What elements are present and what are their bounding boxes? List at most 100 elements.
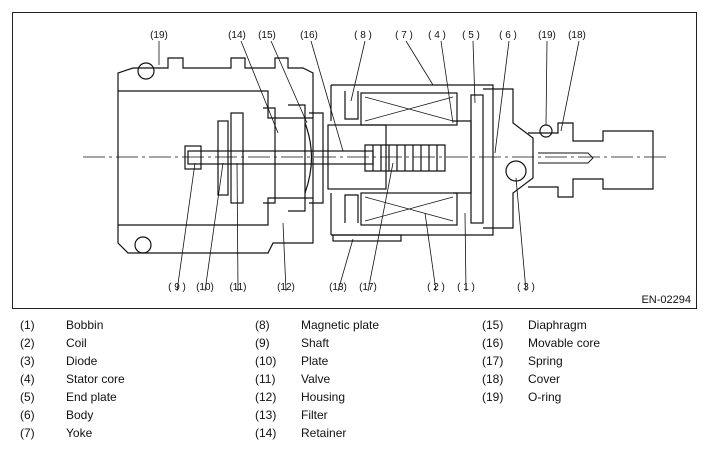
legend-item: (19) O-ring <box>482 388 600 406</box>
coil-lower <box>360 192 458 226</box>
callout-label: ( 1 ) <box>457 282 475 293</box>
end-plate <box>470 94 484 224</box>
legend-number: (3) <box>20 354 35 368</box>
callout-label: (10) <box>196 282 214 293</box>
callout-label: (12) <box>277 282 295 293</box>
callout-label: (13) <box>329 282 347 293</box>
magnetic-plate <box>344 91 359 223</box>
legend-part-name: O-ring <box>528 390 562 404</box>
legend-part-name: Shaft <box>301 336 330 350</box>
body <box>483 88 534 229</box>
legend-part-name: Valve <box>301 372 331 386</box>
callout-label: (16) <box>300 30 318 41</box>
plate <box>217 120 229 196</box>
legend-part-name: Coil <box>66 336 87 350</box>
shaft-tip <box>184 145 202 170</box>
legend-part-name: Spring <box>528 354 563 368</box>
legend-item: (18) Cover <box>482 370 600 388</box>
legend-number: (12) <box>255 390 277 404</box>
legend-number: (14) <box>255 426 277 440</box>
o-ring-bottom <box>134 236 152 254</box>
housing-bore <box>118 90 313 226</box>
legend-number: (5) <box>20 390 35 404</box>
parts-legend: (1) Bobbin (2) Coil (3) Diode (4) Stator core (5… <box>0 316 709 450</box>
legend-part-name: Plate <box>301 354 329 368</box>
legend-item: (10) Plate <box>255 352 379 370</box>
legend-part-name: Diaphragm <box>528 318 587 332</box>
diaphragm <box>304 112 324 204</box>
legend-number: (19) <box>482 390 504 404</box>
legend-column-1: (1) Bobbin (2) Coil (3) Diode (4) Stator core (5… <box>20 316 125 442</box>
cross-section-diagram: (19) (14) (15) (16) ( 8 ) ( 7 ) ( 4 ) ( 5 ) ( 6 … <box>83 30 691 306</box>
legend-part-name: Cover <box>528 372 561 386</box>
legend-part-name: Housing <box>301 390 346 404</box>
legend-part-name: Retainer <box>301 426 347 440</box>
legend-item: (8)Magnetic plate <box>255 316 379 334</box>
legend-item: (1) Bobbin <box>20 316 125 334</box>
legend-number: (18) <box>482 372 504 386</box>
legend-item: (7)Yoke <box>20 424 125 442</box>
legend-item: (11) Valve <box>255 370 379 388</box>
legend-item: (15) Diaphragm <box>482 316 600 334</box>
coil-upper-x <box>364 96 454 122</box>
callout-label: (15) <box>258 30 276 41</box>
coil-lower-x <box>364 196 454 222</box>
callout-label: ( 6 ) <box>499 30 517 41</box>
legend-item: (16) Movable core <box>482 334 600 352</box>
legend-number: (16) <box>482 336 504 350</box>
leader-lines <box>158 40 580 292</box>
legend-item: (3) Diode <box>20 352 125 370</box>
callout-label: ( 5 ) <box>462 30 480 41</box>
callout-label: ( 9 ) <box>168 282 186 293</box>
retainer <box>263 104 306 212</box>
callout-label: (11) <box>229 282 246 293</box>
movable-core <box>327 124 387 190</box>
legend-part-name: Body <box>66 408 94 422</box>
o-ring-right <box>539 124 553 138</box>
legend-number: (11) <box>255 372 276 386</box>
callout-label: ( 4 ) <box>428 30 446 41</box>
legend-item: (12) Housing <box>255 388 379 406</box>
legend-item: (4) Stator core <box>20 370 125 388</box>
legend-item: (5) End plate <box>20 388 125 406</box>
legend-part-name: Stator core <box>66 372 125 386</box>
legend-number: (2) <box>20 336 35 350</box>
legend-number: (15) <box>482 318 504 332</box>
callout-label: (17) <box>359 282 377 293</box>
legend-item: (13) Filter <box>255 406 379 424</box>
callout-labels: (19) (14) (15) (16) ( 8 ) ( 7 ) ( 4 ) ( 5 ) ( 6 … <box>150 30 586 293</box>
legend-number: (7) <box>20 426 35 440</box>
o-ring-top <box>137 62 155 80</box>
legend-part-name: Magnetic plate <box>301 318 380 332</box>
legend-item: (6) Body <box>20 406 125 424</box>
legend-part-name: Diode <box>66 354 98 368</box>
legend-part-name: Filter <box>301 408 328 422</box>
filter <box>332 234 402 242</box>
callout-label: (18) <box>568 30 586 41</box>
legend-number: (6) <box>20 408 35 422</box>
callout-label: (14) <box>228 30 246 41</box>
legend-item: (17)Spring <box>482 352 600 370</box>
legend-number: (9) <box>255 336 270 350</box>
cross-section-figure: (19) (14) (15) (16) ( 8 ) ( 7 ) ( 4 ) ( 5 ) ( 6 … <box>12 12 697 309</box>
legend-part-name: Bobbin <box>66 318 104 332</box>
legend-number: (4) <box>20 372 35 386</box>
legend-item: (14) Retainer <box>255 424 379 442</box>
legend-item: (9) Shaft <box>255 334 379 352</box>
legend-number: (10) <box>255 354 277 368</box>
callout-label: (19) <box>538 30 556 41</box>
legend-number: (1) <box>20 318 35 332</box>
coil-upper <box>360 92 458 126</box>
legend-number: (13) <box>255 408 277 422</box>
callout-label: ( 2 ) <box>427 282 445 293</box>
callout-label: ( 7 ) <box>395 30 413 41</box>
shaft <box>187 150 374 165</box>
legend-column-3: (15)Diaphragm(16)Movable core(17)Spring(… <box>482 316 600 406</box>
legend-part-name: Movable core <box>528 336 601 350</box>
yoke <box>330 84 494 236</box>
spring <box>364 144 446 172</box>
callout-label: ( 8 ) <box>354 30 372 41</box>
figure-code: EN-02294 <box>641 294 691 306</box>
cover <box>528 122 654 198</box>
legend-part-name: End plate <box>66 390 117 404</box>
